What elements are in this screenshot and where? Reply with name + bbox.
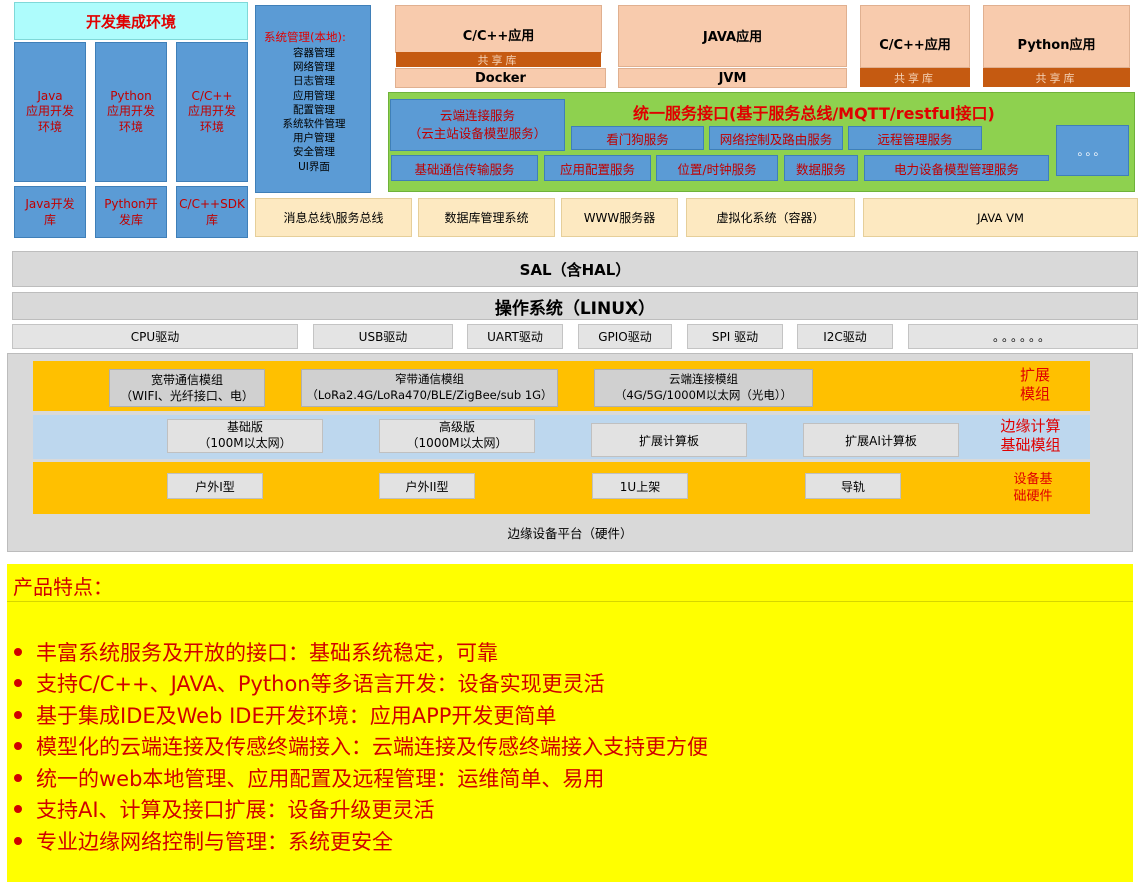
feature-text: 模型化的云端连接及传感终端接入：云端连接及传感终端接入支持更方便 — [36, 735, 708, 759]
python-app: Python应用 — [983, 5, 1130, 68]
advanced-edition: 高级版 （1000M以太网） — [379, 419, 535, 453]
app-config-service: 应用配置服务 — [544, 155, 651, 181]
feature-text: 统一的web本地管理、应用配置及远程管理：运维简单、易用 — [36, 767, 605, 791]
sys-mgmt-item: UI界面 — [298, 160, 330, 173]
docker-runtime: Docker — [395, 68, 606, 88]
outdoor-type-1: 户外I型 — [167, 473, 263, 499]
sys-mgmt-item: 应用管理 — [293, 89, 335, 102]
uart-driver: UART驱动 — [467, 324, 563, 349]
cpp-app-2-shared-lib: 共享库 — [860, 68, 970, 87]
feature-item: 专业边缘网络控制与管理：系统更安全 — [14, 826, 393, 856]
java-app: JAVA应用 — [618, 5, 847, 67]
location-clock-service: 位置/时钟服务 — [656, 155, 778, 181]
cpp-app-1-shared-lib: 共享库 — [396, 52, 601, 67]
www-server: WWW服务器 — [561, 198, 678, 237]
bullet-dot-icon — [14, 837, 22, 845]
broadband-module: 宽带通信模组 （WIFI、光纤接口、电） — [109, 369, 265, 407]
ext-module-label: 扩展 模组 — [1019, 366, 1050, 403]
feature-item: 统一的web本地管理、应用配置及远程管理：运维简单、易用 — [14, 763, 604, 793]
i2c-driver: I2C驱动 — [797, 324, 893, 349]
features-panel — [7, 564, 1133, 882]
more-services: 。。。 — [1056, 125, 1129, 176]
cpu-driver: CPU驱动 — [12, 324, 298, 349]
cpp-sdk-lib: C/C++SDK 库 — [176, 186, 248, 238]
feature-text: 基于集成IDE及Web IDE开发环境：应用APP开发更简单 — [36, 704, 557, 728]
bullet-dot-icon — [14, 805, 22, 813]
ext-ai-compute-board: 扩展AI计算板 — [803, 423, 959, 457]
java-vm: JAVA VM — [863, 198, 1138, 237]
gpio-driver: GPIO驱动 — [578, 324, 672, 349]
spi-driver: SPI 驱动 — [687, 324, 783, 349]
feature-item: 支持AI、计算及接口扩展：设备升级更灵活 — [14, 794, 435, 824]
feature-text: 专业边缘网络控制与管理：系统更安全 — [36, 830, 393, 854]
feature-text: 支持AI、计算及接口扩展：设备升级更灵活 — [36, 798, 435, 822]
narrowband-module: 窄带通信模组 （LoRa2.4G/LoRa470/BLE/ZigBee/sub … — [301, 369, 558, 407]
dev-env-title: 开发集成环境 — [14, 2, 248, 40]
hardware-platform-label: 边缘设备平台（硬件） — [507, 525, 633, 541]
features-title: 产品特点： — [13, 575, 113, 599]
feature-text: 丰富系统服务及开放的接口：基础系统稳定，可靠 — [36, 641, 498, 665]
sys-mgmt-item: 容器管理 — [293, 47, 335, 59]
remote-mgmt-service: 远程管理服务 — [848, 126, 982, 150]
feature-item: 支持C/C++、JAVA、Python等多语言开发：设备实现更灵活 — [14, 668, 605, 698]
feature-item: 基于集成IDE及Web IDE开发环境：应用APP开发更简单 — [14, 700, 556, 730]
sys-mgmt-panel: 系统管理(本地): 容器管理网络管理日志管理应用管理配置管理系统软件管理用户管理… — [255, 5, 371, 193]
java-dev-lib: Java开发 库 — [14, 186, 86, 238]
edge-module-label: 边缘计算 基础模组 — [1000, 416, 1061, 455]
bullet-dot-icon — [14, 742, 22, 750]
bullet-dot-icon — [14, 711, 22, 719]
outdoor-type-2: 户外II型 — [379, 473, 475, 499]
ext-compute-board: 扩展计算板 — [591, 423, 747, 457]
data-service: 数据服务 — [784, 155, 858, 181]
virtualization-system: 虚拟化系统（容器） — [686, 198, 855, 237]
din-rail: 导轨 — [805, 473, 901, 499]
rack-1u: 1U上架 — [592, 473, 688, 499]
cpp-app-1: C/C++应用 — [395, 5, 602, 53]
sys-mgmt-item: 网络管理 — [293, 61, 335, 74]
network-routing-service: 网络控制及路由服务 — [709, 126, 843, 150]
sys-mgmt-title: 系统管理(本地): — [264, 30, 346, 44]
cloud-connect-service: 云端连接服务 （云主站设备模型服务） — [390, 99, 565, 151]
service-interface-title: 统一服务接口(基于服务总线/MQTT/restful接口) — [633, 104, 995, 123]
feature-item: 模型化的云端连接及传感终端接入：云端连接及传感终端接入支持更方便 — [14, 731, 708, 761]
bullet-dot-icon — [14, 679, 22, 687]
more-drivers: 。。。。。。 — [908, 324, 1138, 349]
java-dev-env: Java 应用开发 环境 — [14, 42, 86, 182]
watchdog-service: 看门狗服务 — [571, 126, 704, 150]
feature-text: 支持C/C++、JAVA、Python等多语言开发：设备实现更灵活 — [36, 672, 605, 696]
cpp-app-2: C/C++应用 — [860, 5, 970, 68]
power-model-service: 电力设备模型管理服务 — [864, 155, 1049, 181]
basic-comm-service: 基础通信传输服务 — [391, 155, 538, 181]
message-bus: 消息总线\服务总线 — [255, 198, 412, 237]
python-app-shared-lib: 共享库 — [983, 68, 1130, 87]
sys-mgmt-item: 配置管理 — [293, 103, 335, 116]
database-system: 数据库管理系统 — [418, 198, 555, 237]
sal-layer: SAL（含HAL） — [12, 251, 1138, 287]
basic-edition: 基础版 （100M以太网） — [167, 419, 323, 453]
python-dev-lib: Python开 发库 — [95, 186, 167, 238]
bullet-dot-icon — [14, 774, 22, 782]
sys-mgmt-item: 安全管理 — [293, 146, 335, 159]
features-divider — [7, 601, 1133, 602]
feature-item: 丰富系统服务及开放的接口：基础系统稳定，可靠 — [14, 637, 498, 667]
jvm-runtime: JVM — [618, 68, 847, 88]
python-dev-env: Python 应用开发 环境 — [95, 42, 167, 182]
bullet-dot-icon — [14, 648, 22, 656]
base-hardware-label: 设备基 础硬件 — [1013, 472, 1053, 504]
sys-mgmt-item: 系统软件管理 — [282, 118, 346, 131]
cpp-dev-env: C/C++ 应用开发 环境 — [176, 42, 248, 182]
cloud-connect-module: 云端连接模组 （4G/5G/1000M以太网（光电）） — [594, 369, 813, 407]
os-layer: 操作系统（LINUX） — [12, 292, 1138, 320]
usb-driver: USB驱动 — [313, 324, 453, 349]
sys-mgmt-item: 用户管理 — [293, 132, 335, 145]
sys-mgmt-item: 日志管理 — [293, 75, 335, 88]
